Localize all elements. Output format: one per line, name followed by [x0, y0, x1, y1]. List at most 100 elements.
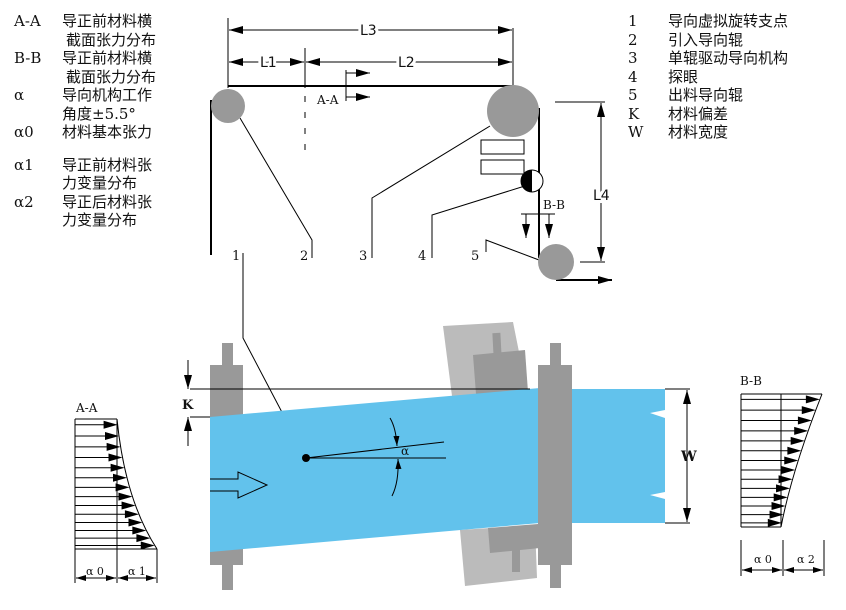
legend-key: 5	[628, 86, 638, 104]
legend-text: 截面张力分布	[66, 30, 157, 49]
tension-arrow-icon	[794, 426, 809, 435]
steering-block	[473, 350, 528, 394]
right-legend: 1 导向虚拟旋转支点 2 引入导向辊 3 单辊驱动导向机构 4 探眼 5 出料导向辊 K 材…	[628, 12, 788, 142]
tension-arrow-icon	[104, 431, 119, 440]
tension-arrow-icon	[115, 483, 130, 492]
k-label: K	[182, 398, 194, 413]
legend-text: 材料基本张力	[62, 123, 153, 141]
dim-l3-label: L3	[360, 23, 377, 39]
web-material-straight	[572, 389, 665, 523]
legend-key: α2	[14, 192, 34, 211]
tension-arrow-icon	[103, 420, 118, 429]
tension-arrow-icon	[784, 456, 799, 465]
legend-key: 1	[628, 12, 638, 30]
leader-3	[371, 125, 491, 258]
legend-key: K	[628, 104, 640, 123]
tension-arrow-icon	[778, 475, 793, 484]
legend-key: 2	[628, 30, 638, 49]
tension-arrow-icon	[140, 541, 155, 550]
callout-2: 2	[300, 249, 308, 264]
legend-text: 探眼	[668, 67, 699, 86]
tension-arrow-icon	[128, 518, 143, 527]
legend-key: 4	[628, 67, 638, 86]
legend-text: 单辊驱动导向机构	[668, 49, 789, 67]
outfeed-roller	[538, 244, 574, 280]
tension-arrow-icon	[118, 492, 133, 501]
legend-key: B-B	[14, 49, 42, 67]
dim-l1-label: L1	[260, 55, 277, 71]
legend-text: 材料偏差	[668, 104, 729, 123]
legend-text: 导向虚拟旋转支点	[668, 12, 789, 30]
feed-direction-arrow-icon	[210, 471, 269, 499]
legend-text: 材料宽度	[668, 123, 729, 141]
section-aa-label: A-A	[316, 93, 339, 107]
legend-text: 导正前材料横	[62, 49, 153, 67]
infeed-roller	[211, 89, 245, 123]
web-material-skewed	[210, 388, 540, 552]
profile-bb: B-B α 0 α 2	[740, 374, 825, 576]
callout-1: 1	[232, 249, 240, 264]
profile-bb-title: B-B	[740, 374, 762, 388]
tension-arrow-icon	[108, 453, 123, 462]
legend-text: 力变量分布	[62, 174, 138, 192]
profile-curve	[780, 393, 823, 528]
drive-roller	[487, 85, 539, 137]
alpha-arc	[389, 417, 400, 447]
tension-arrow-icon	[773, 493, 788, 502]
legend-text: 导正前材料张	[62, 155, 153, 174]
callout-5: 5	[471, 249, 479, 264]
tension-arrow-icon	[805, 395, 820, 404]
tension-arrow-icon	[112, 473, 127, 482]
legend-text: 力变量分布	[62, 211, 138, 229]
tension-arrow-icon	[801, 406, 816, 415]
alpha2-label: α 2	[797, 553, 815, 566]
tension-arrow-icon	[124, 510, 139, 519]
callout-4: 4	[418, 249, 426, 264]
section-bb-label: B-B	[543, 198, 565, 212]
tension-arrow-icon	[776, 484, 791, 493]
alpha-arc	[391, 458, 402, 497]
alpha0-label: α 0	[86, 565, 104, 578]
leader-2	[239, 117, 313, 258]
outfeed-roller-body	[538, 365, 572, 565]
tension-arrow-icon	[132, 526, 147, 535]
tension-arrow-icon	[771, 502, 786, 511]
steering-stub	[512, 550, 520, 572]
dim-l4-label: L4	[593, 188, 610, 204]
legend-key: α	[14, 86, 25, 104]
dim-l2-label: L2	[398, 55, 415, 71]
plan-view: K W α	[182, 322, 697, 590]
angle-line	[305, 441, 445, 459]
legend-text: 导正后材料张	[62, 192, 153, 211]
profile-aa: A-A α 0 α 1	[74, 401, 158, 583]
tension-arrow-icon	[790, 436, 805, 445]
alpha1-label: α 1	[128, 565, 146, 578]
tension-arrow-icon	[787, 446, 802, 455]
virtual-pivot-point	[302, 454, 310, 462]
legend-key: α0	[14, 123, 34, 141]
tension-arrow-icon	[769, 510, 784, 519]
sensor-box	[480, 159, 525, 175]
legend-text: 引入导向辊	[668, 30, 744, 49]
tension-arrow-icon	[797, 416, 812, 425]
sensor-box	[480, 139, 525, 155]
legend-text: 出料导向辊	[668, 86, 744, 104]
tension-arrow-icon	[781, 465, 796, 474]
w-label: W	[680, 449, 697, 465]
profile-aa-title: A-A	[75, 401, 98, 415]
legend-text: 导正前材料横	[62, 12, 153, 30]
legend-text: 导向机构工作	[62, 86, 153, 104]
steering-block	[488, 524, 540, 553]
legend-key: W	[628, 123, 644, 141]
tension-arrow-icon	[136, 534, 151, 543]
steering-stub	[492, 332, 502, 358]
callout-3: 3	[359, 249, 367, 264]
leader-4	[431, 184, 529, 258]
leader-5	[485, 239, 540, 261]
tension-arrow-icon	[110, 463, 125, 472]
sensor-eye-icon	[520, 169, 544, 193]
legend-key: α1	[14, 155, 34, 174]
legend-key: 3	[628, 49, 638, 67]
